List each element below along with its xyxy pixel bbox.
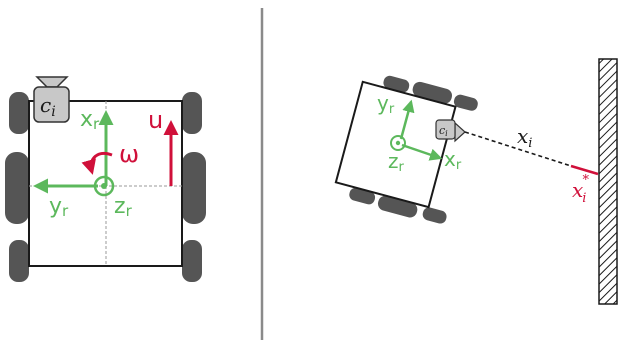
target-label: xi* (572, 173, 589, 206)
wheel-right-top (182, 92, 202, 134)
left-panel: ci xr yr zr ω u (5, 76, 206, 282)
wheel-right-mid (182, 152, 206, 224)
camera-icon (33, 76, 70, 123)
x-axis-label: xr (80, 107, 100, 133)
distance-label: xi (517, 124, 532, 151)
camera-label: ci (40, 93, 56, 120)
wheel-left-mid (5, 152, 29, 224)
z-axis-circle (93, 175, 115, 197)
wheel-right-bottom (182, 240, 202, 282)
velocity-label: u (148, 106, 163, 134)
y-axis-label: yr (49, 194, 69, 220)
right-camera-label: ci (439, 124, 448, 138)
z-axis-label: zr (114, 194, 133, 220)
right-z-axis-label: zr (388, 149, 405, 175)
right-x-axis-label: xr (444, 147, 462, 173)
right-z-axis-dot (395, 140, 401, 146)
wall (598, 58, 618, 305)
right-camera-icon (435, 119, 466, 143)
right-y-axis-arrow (399, 99, 415, 140)
right-z-axis-circle (390, 135, 406, 151)
left-wheels (5, 92, 206, 282)
rotation-arrow (81, 152, 113, 175)
rotated-robot (334, 75, 478, 224)
wheel-left-bottom (9, 240, 29, 282)
target-segment (570, 164, 599, 176)
right-x-axis-arrow (401, 143, 443, 161)
right-panel: xr yr zr ci xi xi* (334, 58, 618, 305)
rotation-label: ω (119, 140, 139, 168)
wheel-left-top (9, 92, 29, 134)
right-y-axis-label: yr (377, 91, 395, 117)
distance-ray (464, 131, 572, 167)
z-axis-dot (101, 183, 107, 189)
